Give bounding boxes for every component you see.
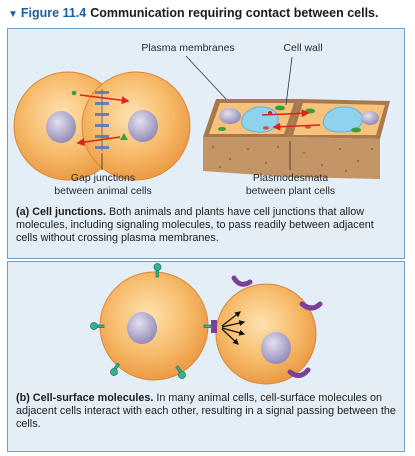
- label-cell-wall: Cell wall: [283, 42, 323, 54]
- receptor-icon: [153, 263, 162, 271]
- cell-junctions-illustration: [13, 55, 390, 181]
- label-plasma-membranes: Plasma membranes: [141, 42, 235, 54]
- cell-surface-illustration: [90, 263, 323, 385]
- label-gap-junctions: Gap junctions between animal cells: [54, 172, 152, 197]
- ligand-icon: [231, 275, 253, 287]
- signal-arrow-left: [76, 136, 121, 147]
- bound-ligand-icon: [211, 320, 217, 333]
- plant-nucleus-left: [219, 108, 241, 124]
- plant-nucleus-right: [361, 111, 379, 125]
- receptor-molecules: [90, 263, 215, 379]
- panel-cell-surface-molecules: (b) Cell-surface molecules. In many anim…: [7, 261, 405, 452]
- signal-arrows: [221, 311, 246, 345]
- chloroplast: [218, 127, 226, 131]
- panel-cell-junctions: Plasma membranes Cell wall Gap junctions…: [7, 28, 405, 259]
- nucleus-left: [127, 312, 157, 344]
- plant-wall-front-left: [203, 137, 288, 177]
- cell-wall-texture: [212, 146, 373, 172]
- surface-ligand-molecules: [231, 275, 323, 378]
- signal-molecule-icon: [268, 111, 272, 115]
- receptor-icon: [110, 368, 118, 376]
- leader-line-cell-wall: [285, 56, 293, 106]
- caption-cell-junctions: (a) Cell junctions. Both animals and pla…: [16, 206, 374, 244]
- animal-cell-right: [215, 283, 317, 385]
- organelle: [263, 126, 269, 130]
- plasmodesmata-arrow-left: [272, 122, 321, 131]
- chloroplast: [275, 105, 285, 111]
- figure-number: Figure 11.4: [20, 6, 87, 20]
- figure-triangle-icon: ▼: [8, 9, 18, 20]
- nucleus-right: [261, 332, 291, 364]
- animal-nucleus-left: [46, 111, 76, 143]
- plant-wall-front-right: [288, 137, 380, 179]
- leader-line-plasma-membranes: [185, 55, 227, 100]
- signal-molecule-icon: [71, 90, 77, 96]
- animal-cells-gap-junction: [13, 71, 191, 181]
- signal-molecule-icon: [120, 133, 128, 140]
- receptor-icon: [178, 371, 186, 379]
- label-plasmodesmata: Plasmodesmata between plant cells: [245, 172, 336, 197]
- caption-cell-surface-molecules: (b) Cell-surface molecules. In many anim…: [16, 392, 396, 430]
- signal-arrow-right: [79, 94, 130, 105]
- gap-junction-channels: [95, 89, 109, 151]
- plant-cells-plasmodesmata: [203, 99, 390, 179]
- ligand-icon: [287, 367, 311, 378]
- animal-nucleus-right: [128, 110, 158, 142]
- ligand-icon: [299, 301, 323, 311]
- chloroplast: [351, 127, 361, 133]
- figure-title-text: Communication requiring contact between …: [90, 6, 379, 20]
- receptor-icon: [90, 322, 98, 330]
